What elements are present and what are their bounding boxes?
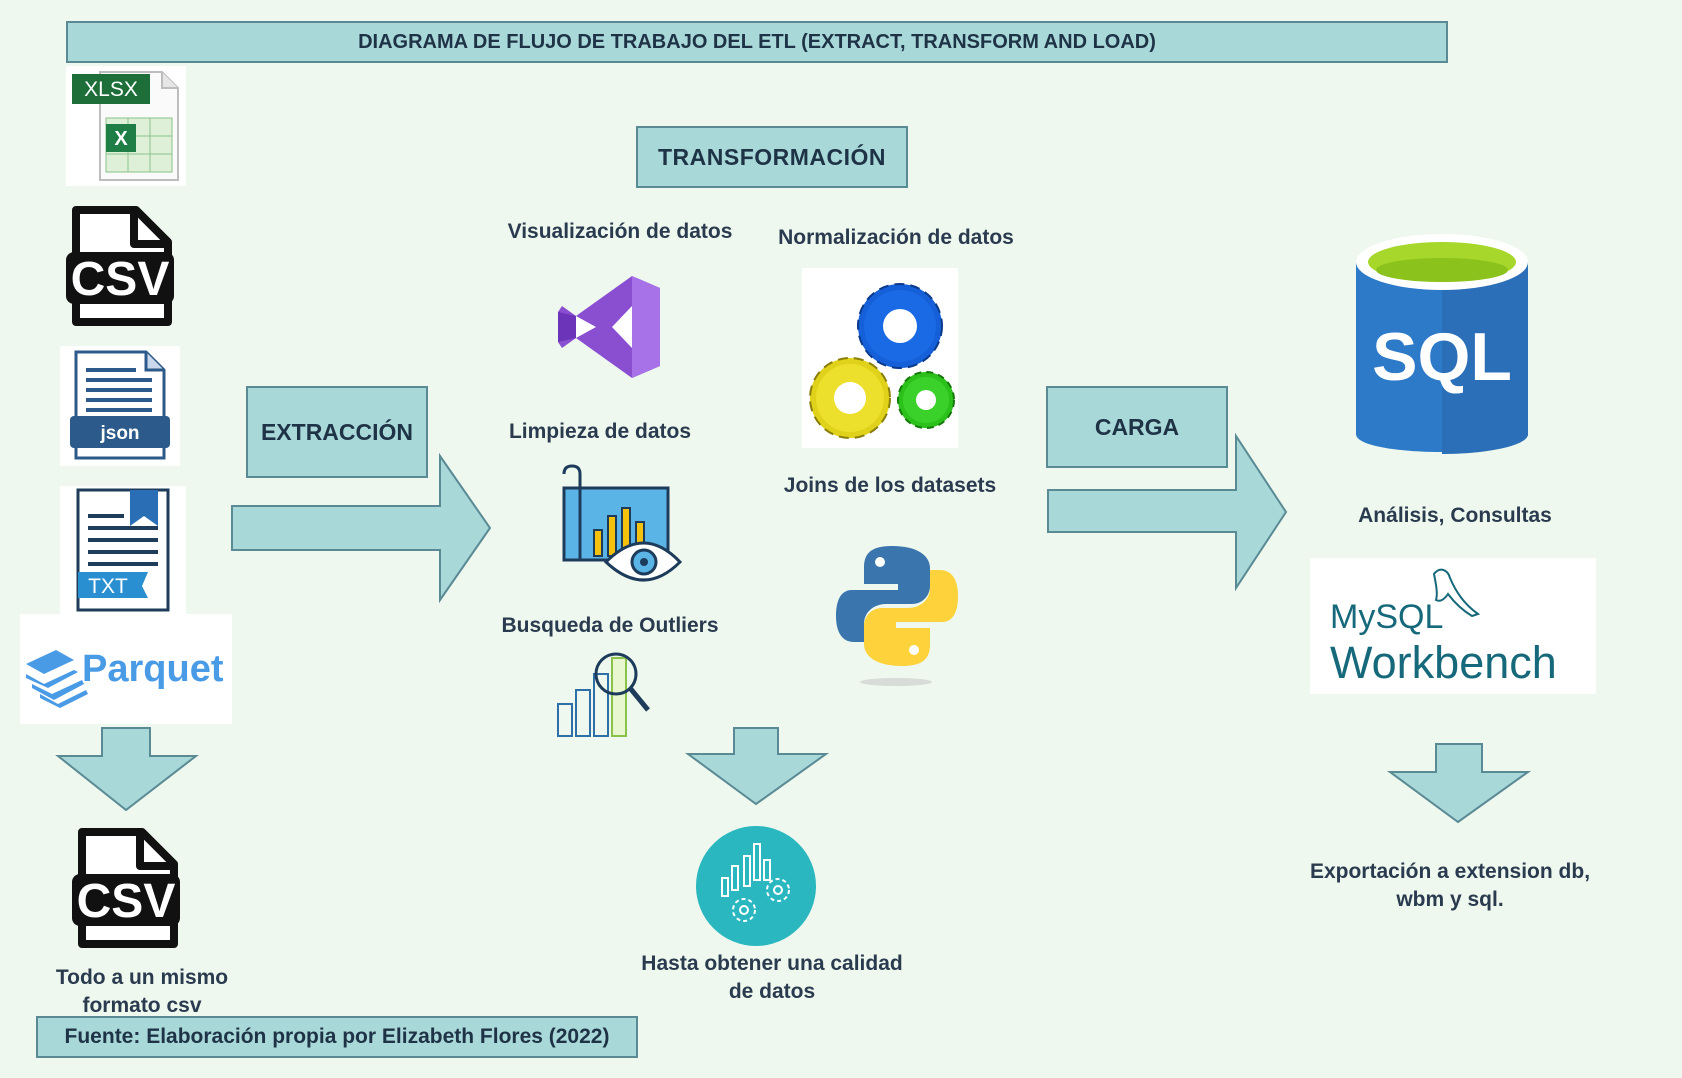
label-outliers: Busqueda de Outliers — [501, 614, 719, 637]
chart-eye-icon — [562, 464, 682, 582]
xlsx-file-icon: X XLSX — [66, 66, 186, 186]
parquet-text: Parquet — [82, 648, 224, 690]
workbench-text: Workbench — [1330, 637, 1557, 688]
label-joins: Joins de los datasets — [783, 474, 997, 497]
transformation-box: TRANSFORMACIÓN — [636, 126, 908, 188]
parquet-logo: Parquet — [20, 614, 232, 724]
label-normalization: Normalización de datos — [778, 226, 1014, 249]
transformation-label: TRANSFORMACIÓN — [657, 143, 887, 170]
txt-file-icon: TXT — [60, 486, 186, 614]
csv-file-icon: CSV — [66, 206, 174, 326]
mysql-workbench-logo: MySQL Workbench — [1310, 558, 1596, 694]
extraction-arrow — [231, 452, 492, 604]
load-box: CARGA — [1046, 386, 1228, 468]
source-note-text: Fuente: Elaboración propia por Elizabeth… — [64, 1025, 610, 1048]
load-arrow — [1047, 432, 1288, 592]
outlier-chart-icon — [557, 652, 650, 737]
csv-result-icon: CSV — [72, 828, 180, 948]
svg-text:X: X — [114, 128, 128, 150]
extraction-label: EXTRACCIÓN — [260, 418, 414, 445]
load-label: CARGA — [1094, 413, 1180, 440]
sql-database-icon: SQL — [1356, 234, 1528, 454]
export-line2: wbm y sql. — [1396, 888, 1504, 911]
visual-studio-icon — [558, 276, 660, 378]
middle-down-arrow — [684, 727, 830, 806]
csv-text: CSV — [71, 253, 170, 306]
mysql-text: MySQL — [1330, 598, 1443, 636]
json-file-icon: json — [60, 346, 180, 466]
csv-result-text: CSV — [77, 875, 176, 928]
python-icon — [836, 546, 958, 686]
diagram-title-text: DIAGRAMA DE FLUJO DE TRABAJO DEL ETL (EX… — [358, 30, 1156, 53]
middle-result-line2: de datos — [728, 980, 816, 1003]
extraction-box: EXTRACCIÓN — [246, 386, 428, 478]
xlsx-text: XLSX — [84, 78, 138, 101]
sql-text: SQL — [1372, 319, 1512, 395]
label-cleaning: Limpieza de datos — [508, 420, 692, 443]
export-line1: Exportación a extension db, — [1309, 860, 1591, 883]
left-down-arrow — [55, 727, 199, 812]
json-text: json — [99, 423, 139, 444]
left-result-line1: Todo a un mismo — [55, 966, 229, 989]
txt-text: TXT — [88, 575, 128, 598]
analysis-label: Análisis, Consultas — [1358, 504, 1552, 527]
label-visualization: Visualización de datos — [507, 220, 733, 243]
gears-icon — [802, 268, 958, 448]
diagram-title: DIAGRAMA DE FLUJO DE TRABAJO DEL ETL (EX… — [66, 21, 1448, 63]
middle-result-line1: Hasta obtener una calidad — [641, 952, 903, 975]
right-down-arrow — [1386, 743, 1532, 824]
data-gears-icon — [696, 826, 816, 946]
source-note: Fuente: Elaboración propia por Elizabeth… — [36, 1016, 638, 1058]
left-result-line2: formato csv — [82, 994, 202, 1017]
